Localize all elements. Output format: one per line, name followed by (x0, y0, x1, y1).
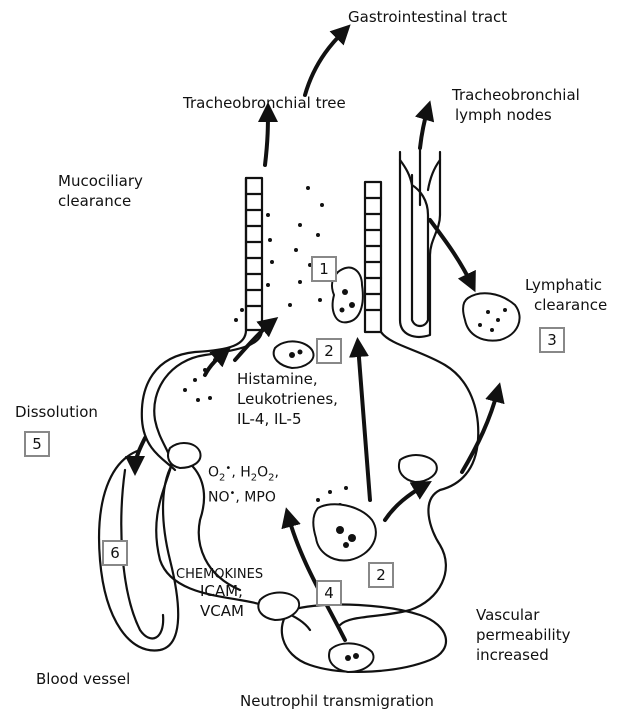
cell-alveolus-right (399, 455, 437, 482)
arrow-lymph-up (462, 390, 498, 472)
label-gi-tract: Gastrointestinal tract (348, 8, 507, 27)
no-text: NO (208, 490, 230, 506)
label-chemokines: CHEMOKINES (176, 567, 263, 582)
arrow-cell-right (385, 485, 425, 520)
label-neutrophil-transmigration: Neutrophil transmigration (240, 692, 434, 711)
label-interleukins: IL-4, IL-5 (237, 410, 301, 429)
label-dissolution: Dissolution (15, 403, 98, 422)
label-blood-vessel: Blood vessel (36, 670, 130, 689)
neutrophil-capillary (329, 643, 373, 672)
arrow-to-tree (265, 110, 268, 165)
step-box-2-upper: 2 (316, 338, 342, 364)
label-vascular-2: permeability (476, 626, 570, 645)
epithelium-left (246, 178, 262, 330)
cell-alveolus-left (168, 443, 200, 468)
o2-text: O (208, 465, 219, 481)
step-box-1: 1 (311, 256, 337, 282)
macrophage-center (313, 504, 376, 560)
step-box-4: 4 (316, 580, 342, 606)
macrophage-lymphatic (463, 293, 520, 340)
label-tracheobronchial-nodes-2: lymph nodes (455, 106, 552, 125)
arrow-dissolution (135, 438, 145, 468)
flow-arrows (135, 30, 498, 640)
h2o2-text: , H (231, 465, 250, 481)
mpo-text: , MPO (235, 490, 275, 506)
step-box-5: 5 (24, 431, 50, 457)
label-icam: ICAM, (200, 582, 243, 601)
label-lymphatic-1: Lymphatic (525, 276, 602, 295)
label-vcam: VCAM (200, 602, 244, 621)
step-box-6: 6 (102, 540, 128, 566)
arrow-to-nodes (420, 108, 428, 148)
o2-subscript: 2 (219, 472, 225, 483)
step-box-3: 3 (539, 327, 565, 353)
label-leukotrienes: Leukotrienes, (237, 390, 338, 409)
comma: , (275, 465, 279, 481)
label-oxidants-line2: NO•, MPO (208, 485, 276, 507)
label-vascular-1: Vascular (476, 606, 539, 625)
arrow-to-lymph (430, 220, 472, 285)
epithelium-right (365, 182, 381, 332)
step-box-2-lower: 2 (368, 562, 394, 588)
label-vascular-3: increased (476, 646, 549, 665)
h2o2-o: O (257, 465, 268, 481)
arrow-center-up (358, 345, 370, 500)
label-mucociliary-2: clearance (58, 192, 131, 211)
label-histamine: Histamine, (237, 370, 318, 389)
label-oxidants-line1: O2•, H2O2, (208, 460, 279, 486)
label-mucociliary-1: Mucociliary (58, 172, 143, 191)
label-tracheobronchial-nodes-1: Tracheobronchial (452, 86, 580, 105)
arrow-to-gi (305, 30, 345, 95)
label-tracheobronchial-tree: Tracheobronchial tree (183, 94, 346, 113)
label-lymphatic-2: clearance (534, 296, 607, 315)
